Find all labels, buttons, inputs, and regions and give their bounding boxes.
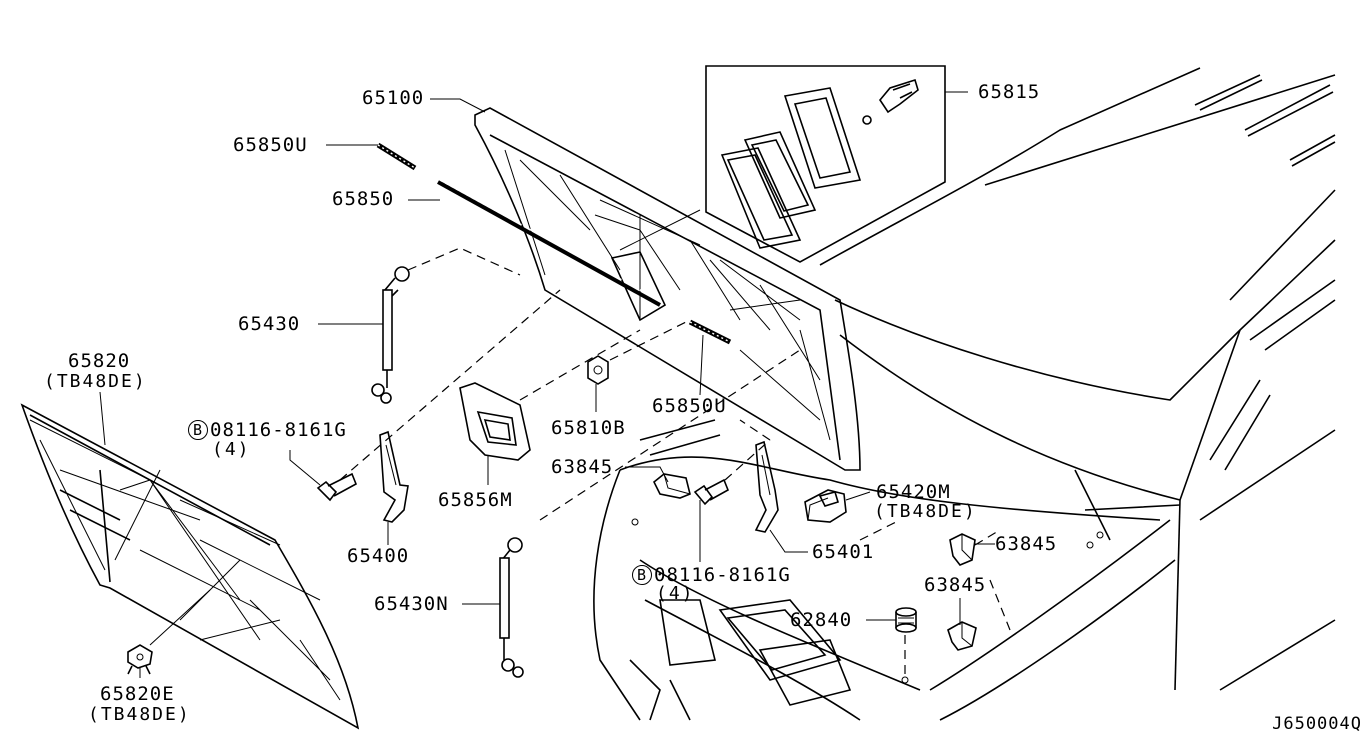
bumper-65810b <box>587 355 609 385</box>
bolt-08116-right <box>693 439 771 506</box>
label-65420m-variant: (TB48DE) <box>874 501 977 522</box>
b-circle-marker: B <box>188 420 208 440</box>
label-bolt-08116-left-qty: (4) <box>212 439 251 460</box>
label-bolt-08116-right-qty: (4) <box>656 583 695 604</box>
leader-lines <box>99 91 995 678</box>
label-65100: 65100 <box>362 87 425 109</box>
hood-panel <box>474 107 861 471</box>
hood-insulator-65820 <box>20 403 360 730</box>
bracket-65856m <box>459 382 531 461</box>
label-65430n: 65430N <box>374 593 449 615</box>
bumper-62840 <box>895 607 917 633</box>
dashed-guide-lines <box>339 289 1011 678</box>
label-65850u-top: 65850U <box>233 134 308 156</box>
stopper-63845-c <box>947 621 977 651</box>
bolt-left-part-number: 08116-8161G <box>210 419 347 441</box>
label-65430: 65430 <box>238 313 301 335</box>
stopper-63845-b <box>949 533 976 566</box>
label-65820: 65820 <box>68 350 131 372</box>
label-65850u-mid: 65850U <box>652 395 727 417</box>
hood-hinge-65400 <box>379 430 409 523</box>
label-65850: 65850 <box>332 188 395 210</box>
label-65810b: 65810B <box>551 417 626 439</box>
label-65815: 65815 <box>978 81 1041 103</box>
hood-stay-65430 <box>371 247 521 404</box>
seal-65850u-mid <box>688 319 732 345</box>
label-65400: 65400 <box>347 545 410 567</box>
label-63845-b: 63845 <box>995 533 1058 555</box>
clip-65820e <box>127 589 211 675</box>
lock-65420m <box>804 489 847 523</box>
bolt-right-part-number: 08116-8161G <box>654 564 791 586</box>
hood-hinge-65401 <box>739 419 779 533</box>
label-65820e-variant: (TB48DE) <box>88 704 191 725</box>
label-65420m: 65420M <box>876 481 951 503</box>
label-62840: 62840 <box>790 609 853 631</box>
label-65401: 65401 <box>812 541 875 563</box>
b-circle-marker: B <box>632 565 652 585</box>
label-65820-variant: (TB48DE) <box>44 371 147 392</box>
inset-box-65815 <box>705 65 946 263</box>
label-63845-a: 63845 <box>551 456 614 478</box>
label-63845-c: 63845 <box>924 574 987 596</box>
bolt-08116-left <box>316 472 358 502</box>
vehicle-body-outline <box>593 67 1336 721</box>
label-65856m: 65856M <box>438 489 513 511</box>
stopper-63845-a <box>652 473 691 499</box>
weatherstrip-65850 <box>437 179 663 307</box>
hood-stay-65430n <box>499 537 524 678</box>
label-65820e: 65820E <box>100 683 175 705</box>
seal-65850u-top <box>376 142 417 171</box>
drawing-id: J650004Q <box>1272 714 1362 734</box>
